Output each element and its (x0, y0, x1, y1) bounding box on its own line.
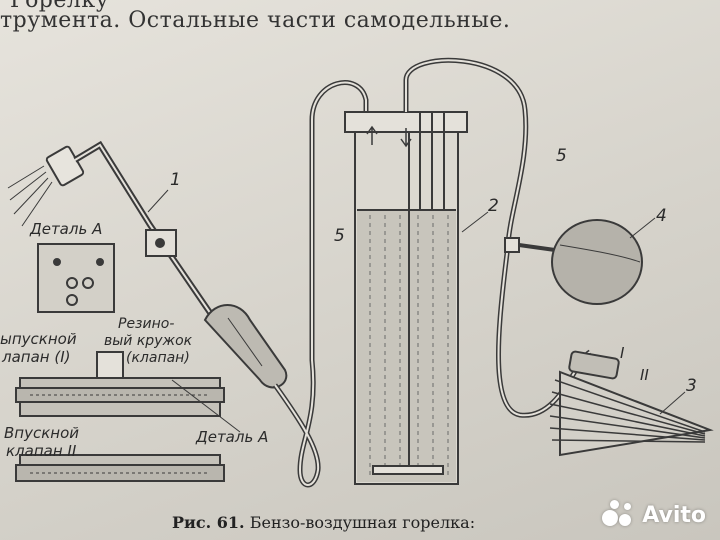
header-line-1: Горелку (10, 0, 110, 13)
watermark-text: Avito (642, 502, 706, 528)
label-valve-1: лапан (I) (2, 348, 71, 366)
part-number-1: 1 (170, 170, 181, 190)
label-detail-a-top: Деталь А (30, 220, 103, 238)
avito-watermark: Avito (602, 500, 706, 530)
caption-prefix: Рис. 61. (172, 513, 245, 532)
avito-dots-icon (602, 500, 636, 530)
caption-text: Бензо-воздушная горелка: (249, 513, 476, 532)
label-outlet-valve: ыпускной (0, 330, 77, 348)
part-number-5-left: 5 (334, 226, 345, 246)
label-rubber-2: вый кружок (104, 333, 193, 349)
label-valve-2: клапан II (6, 442, 77, 460)
part-number-5-right: 5 (556, 146, 567, 166)
label-rubber-3: (клапан) (126, 350, 190, 366)
burner-nozzle-icon (7, 145, 85, 227)
label-detail-a-bottom: Деталь А (196, 428, 269, 446)
bellows-pump (549, 350, 714, 457)
roman-numeral-2: II (640, 366, 649, 384)
burner-handle (203, 304, 288, 389)
label-inlet-valve: Впускной (4, 424, 80, 442)
label-rubber-1: Резино- (118, 316, 175, 332)
air-bulb (551, 219, 643, 305)
header-line-2: трумента. Остальные части самодельные. (0, 8, 511, 33)
part-number-2: 2 (488, 196, 499, 216)
roman-numeral-1: I (620, 344, 625, 362)
fuel-level (357, 210, 456, 482)
part-number-4: 4 (656, 206, 667, 226)
valve-section-drawing (15, 351, 241, 482)
figure-caption: Рис. 61. Бензо-воздушная горелка: (172, 513, 475, 532)
part-number-3: 3 (686, 376, 697, 396)
